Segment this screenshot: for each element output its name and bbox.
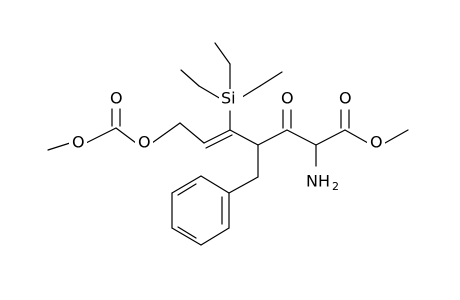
- atom-label-layer: O O O Si O O O NH 2: [69, 89, 385, 193]
- bond-carbonate-c-o: [115, 127, 137, 144]
- benzene-bond-3: [171, 227, 202, 246]
- bond-ome1-ring-c: [47, 142, 71, 151]
- bond-si-ethyl-1b: [214, 42, 231, 65]
- label-mask-si: [219, 89, 243, 109]
- bond-alkene-to-ch: [229, 129, 259, 146]
- bond-ch-to-ketone-c: [257, 129, 288, 146]
- benzene-bond-2: [200, 227, 230, 246]
- atom-nh2: NH: [306, 172, 330, 191]
- bond-o-carbonate-c: [85, 127, 117, 144]
- atom-o-mid: O: [138, 133, 151, 152]
- atom-o-ketone: O: [281, 89, 294, 108]
- label-mask-nh2: [304, 170, 344, 192]
- atom-o-ester-carbonyl: O: [339, 89, 352, 108]
- atom-si: Si: [221, 89, 236, 108]
- bond-si-ethyl-2b: [180, 69, 200, 87]
- bond-o-ch2: [151, 122, 181, 144]
- atom-nh2-subscript: 2: [332, 180, 339, 193]
- bond-si-ethyl-2a: [198, 85, 222, 100]
- bond-si-ethyl-3b: [259, 71, 283, 87]
- benzene-bond-6: [200, 175, 230, 194]
- label-mask-o-ester-carbonyl: [336, 90, 354, 108]
- bond-alkene-single: [203, 129, 231, 144]
- bond-ketone-to-alpha: [286, 129, 317, 146]
- bond-layer: [47, 42, 409, 246]
- bond-ester-o-me: [384, 129, 409, 144]
- atom-o-ester: O: [370, 133, 383, 152]
- bond-alpha-to-ester-c: [315, 129, 346, 146]
- benzene-bond-5: [171, 175, 202, 194]
- label-mask-o-ester: [367, 134, 385, 152]
- benzene-inner-bond-3: [177, 183, 197, 196]
- atom-o-top-left: O: [110, 89, 123, 108]
- bond-ester-c-o: [344, 129, 369, 144]
- label-mask-o-mid: [135, 134, 153, 152]
- label-mask-o-left: [69, 134, 87, 152]
- label-mask-o-top-left: [107, 90, 125, 108]
- bond-benzyl-ch2-to-ring: [228, 176, 259, 194]
- label-mask-o-ketone: [278, 90, 296, 108]
- bond-ch2-ch: [179, 122, 205, 144]
- atom-o-left: O: [72, 133, 85, 152]
- benzene-inner-bond-2: [177, 226, 197, 239]
- bond-alkene-double: [205, 134, 233, 149]
